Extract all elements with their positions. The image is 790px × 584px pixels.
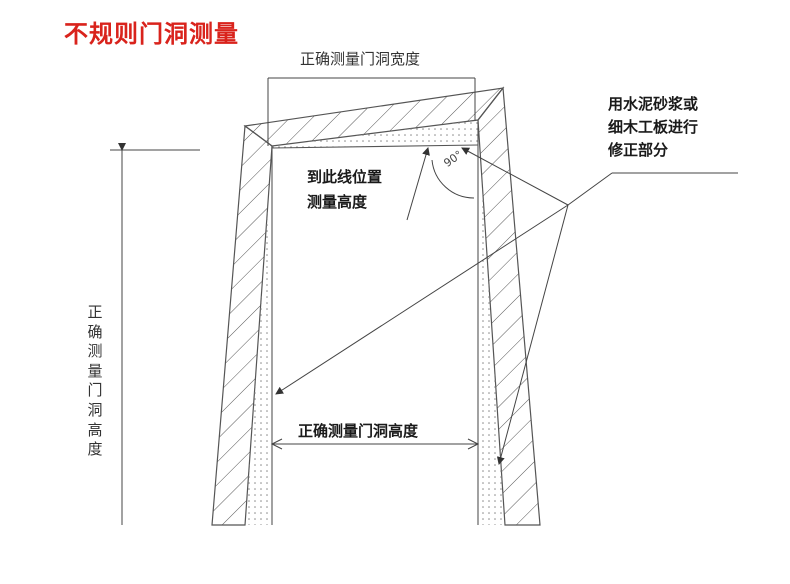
repair-leaders: [275, 147, 738, 465]
inner-opening: [271, 120, 479, 525]
inner-height-dimension: [270, 438, 480, 450]
correct-width-label: 正确测量门洞宽度: [300, 50, 421, 68]
measure-position-label: 到此线位置 测量高度: [307, 165, 407, 215]
left-height-dimension: [110, 143, 200, 525]
repair-label-line1: 用水泥砂浆或: [608, 95, 699, 113]
wall-frame: [211, 86, 541, 526]
page-title: 不规则门洞测量: [64, 20, 239, 48]
measure-label-line1: 到此线位置: [307, 168, 383, 186]
repair-label-line3: 修正部分: [608, 141, 669, 159]
measure-label-line2: 测量高度: [307, 193, 368, 211]
repair-label: 用水泥砂浆或 细木工板进行 修正部分: [608, 93, 728, 162]
width-dimension: [267, 77, 476, 146]
correct-height-left-label: 正确测量门洞高度: [87, 303, 103, 459]
angle-mark: [431, 159, 475, 199]
repair-label-line2: 细木工板进行: [608, 118, 699, 136]
repair-zones: [245, 120, 505, 525]
correct-height-inner-label: 正确测量门洞高度: [298, 422, 419, 440]
measure-leader: [406, 147, 430, 221]
